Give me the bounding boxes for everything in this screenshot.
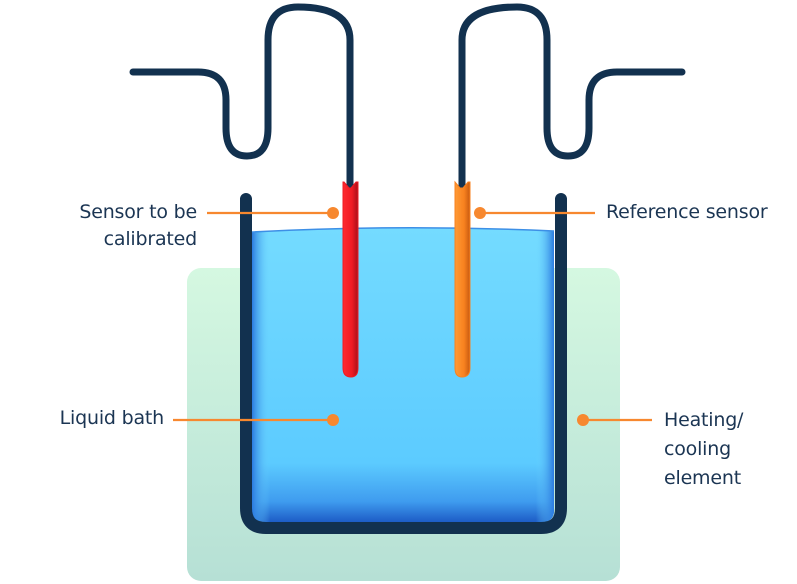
reference-sensor-probe xyxy=(454,180,471,378)
leader-liquid-bath xyxy=(173,414,339,426)
calibrated-sensor-cable xyxy=(129,3,354,192)
label-line: Reference sensor xyxy=(606,201,768,223)
leader-heating-cooling-element xyxy=(577,414,652,426)
leader-dot xyxy=(327,207,339,219)
liquid-bath xyxy=(251,226,555,522)
reference-sensor-cable xyxy=(458,3,686,192)
label-liquid-bath: Liquid bath xyxy=(20,405,165,432)
label-line: cooling xyxy=(664,438,731,460)
label-heating-cooling-element: Heating/ cooling element xyxy=(664,406,794,493)
label-line: Sensor to be xyxy=(79,201,197,223)
leader-dot xyxy=(327,414,339,426)
label-line: element xyxy=(664,467,741,489)
label-line: Heating/ xyxy=(664,409,744,431)
bath-container xyxy=(240,193,567,534)
leader-reference-sensor xyxy=(474,207,595,219)
leader-dot xyxy=(577,414,589,426)
label-line: Liquid bath xyxy=(59,407,165,429)
sensor-to-be-calibrated-probe xyxy=(342,181,359,378)
label-reference-sensor: Reference sensor xyxy=(606,199,796,226)
label-line: calibrated xyxy=(103,228,198,250)
label-sensor-to-be-calibrated: Sensor to be calibrated xyxy=(40,199,197,253)
leader-sensor-to-be-calibrated xyxy=(207,207,339,219)
leader-dot xyxy=(474,207,486,219)
